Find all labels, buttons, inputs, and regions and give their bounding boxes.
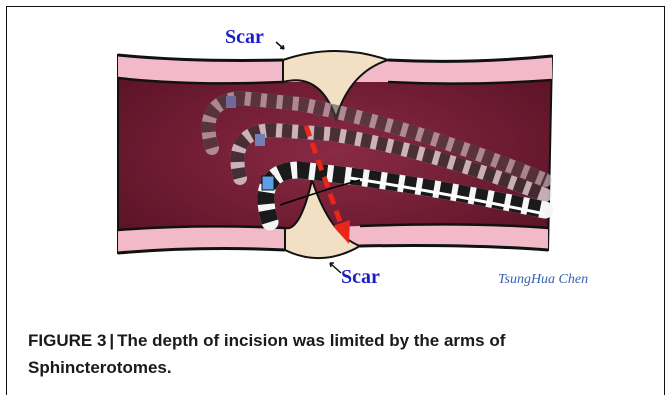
artist-signature: TsungHua Chen [498, 272, 588, 287]
scar-bottom-pointer [330, 263, 341, 273]
caption-separator: | [109, 331, 114, 350]
figure-illustration: Scar Scar TsungHua Chen [0, 0, 671, 320]
scar-label-bottom: Scar [341, 266, 380, 288]
figure-caption: FIGURE 3|The depth of incision was limit… [28, 327, 628, 381]
scar-label-top: Scar [225, 26, 264, 48]
figure-number: FIGURE 3 [28, 331, 106, 350]
scar-top-pointer [276, 42, 284, 49]
